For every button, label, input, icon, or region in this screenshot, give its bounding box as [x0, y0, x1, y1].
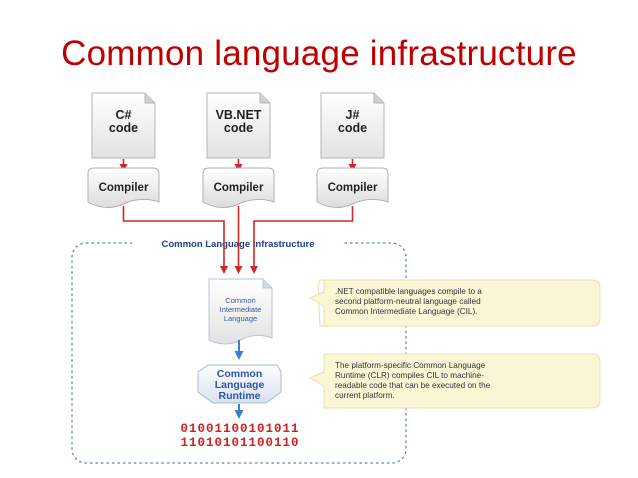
source-doc-csharp: C# code: [91, 92, 156, 159]
callout-cil: .NET compatible languages compile to a s…: [308, 279, 601, 327]
note-clr-line2: Runtime (CLR) compiles CIL to machine-: [335, 371, 484, 380]
callout-clr: The platform-specific Common Language Ru…: [308, 353, 601, 409]
source-doc-vbnet: VB.NET code: [206, 92, 271, 159]
note-clr-line3: readable code that can be executed on th…: [335, 381, 491, 390]
clr-shape: Common Language Runtime: [197, 364, 282, 404]
binary-line1: 01001100101011: [180, 422, 299, 436]
compiler-label: Compiler: [328, 182, 378, 194]
doc-label-line1: J#: [346, 108, 360, 122]
connector-csharp-to-cil: [122, 206, 228, 274]
cli-region: [71, 242, 407, 464]
clr-label-line2: Language: [215, 379, 265, 391]
compiler-csharp: Compiler: [87, 167, 160, 208]
cil-label-line2: Intermediate: [220, 305, 262, 314]
cil-document: Common Intermediate Language: [208, 278, 273, 345]
compiler-jsharp: Compiler: [316, 167, 389, 208]
slide-title: Common language infrastructure: [61, 34, 577, 73]
cil-label-line1: Common: [225, 296, 255, 305]
note-cil-line2: second platform-neutral language called: [335, 297, 481, 306]
clr-label-line3: Runtime: [219, 390, 261, 402]
compiler-vbnet: Compiler: [202, 167, 275, 208]
clr-label-line1: Common: [217, 368, 263, 380]
note-clr-line1: The platform-specific Common Language: [335, 361, 486, 370]
doc-label-line2: code: [338, 121, 367, 135]
note-clr-line4: current platform.: [335, 391, 395, 400]
doc-label-line1: VB.NET: [216, 108, 262, 122]
connector-jsharp-to-cil: [250, 206, 354, 274]
compiler-label: Compiler: [99, 182, 149, 194]
binary-line2: 11010101100110: [180, 436, 299, 450]
doc-label-line2: code: [224, 121, 253, 135]
note-cil-line1: .NET compatible languages compile to a: [335, 287, 482, 296]
doc-label-line1: C#: [116, 108, 132, 122]
compiler-label: Compiler: [214, 182, 264, 194]
note-cil-line3: Common Intermediate Language (CIL).: [335, 307, 477, 316]
cil-label-line3: Language: [224, 314, 257, 323]
source-doc-jsharp: J# code: [320, 92, 385, 159]
doc-label-line2: code: [109, 121, 138, 135]
